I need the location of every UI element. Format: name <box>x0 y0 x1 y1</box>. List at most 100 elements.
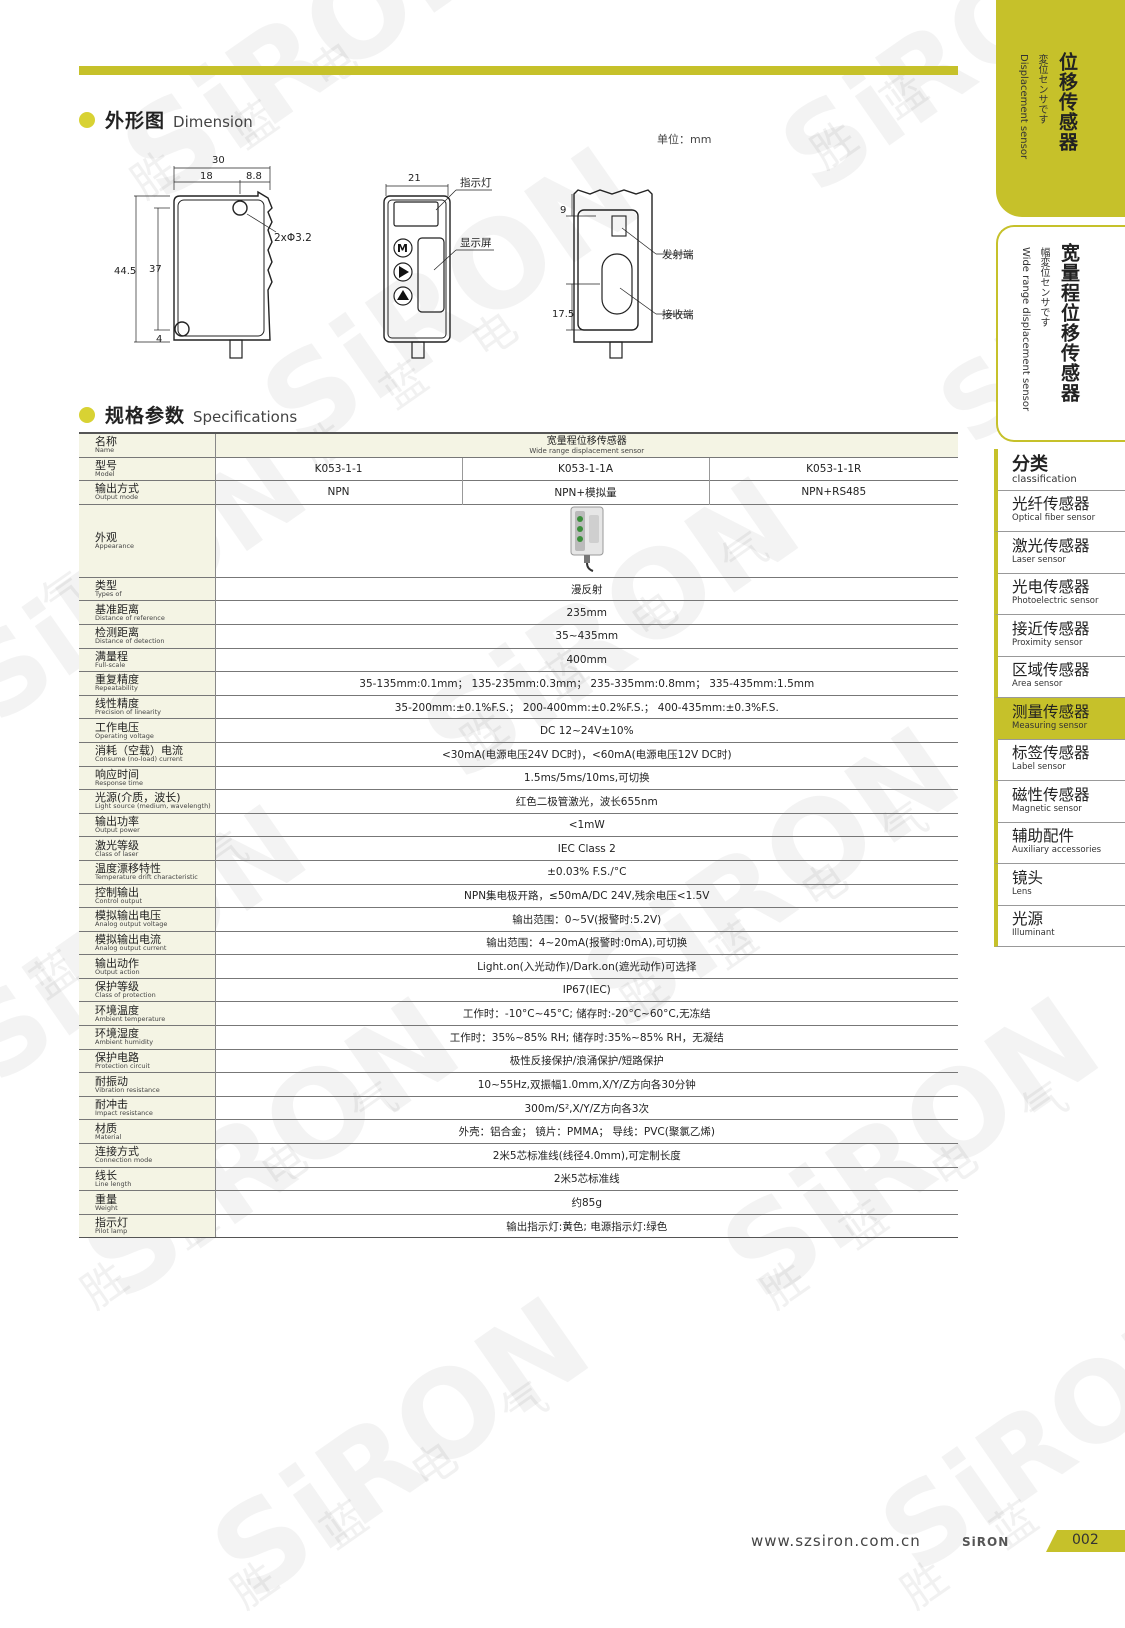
sidebar-item-label: 接近传感器 <box>1012 619 1090 638</box>
row-value: 235mm <box>215 600 959 625</box>
sidebar-tab-wide-range[interactable]: 宽量程位移传感器 幅変位センサです Wide range displacemen… <box>996 225 1125 442</box>
sidebar-tab-displacement[interactable]: 位移传感器 変位センサです Displacement sensor <box>996 0 1125 217</box>
row-label-cn: 光源(介质，波长) <box>95 791 181 805</box>
row-value: 35~435mm <box>215 623 959 649</box>
row-value: <30mA(电源电压24V DC时)，<60mA(电源电压12V DC时) <box>215 741 959 767</box>
row-label-en: Pilot lamp <box>95 1227 128 1236</box>
row-label-en: Types of <box>95 590 122 599</box>
row-value: 2米5芯标准线(线径4.0mm),可定制长度 <box>215 1143 959 1168</box>
watermark-char: 胜 <box>801 112 868 180</box>
sidebar-item-sublabel: Proximity sensor <box>1012 637 1083 648</box>
dimension-heading: 外形图 Dimension <box>79 106 253 133</box>
appearance-image-cell <box>215 503 959 578</box>
row-value: 35-135mm:0.1mm； 135-235mm:0.3mm； 235-335… <box>215 671 959 696</box>
dim-label: 30 <box>212 155 225 166</box>
row-label-cn: 重复精度 <box>95 673 139 687</box>
sidebar-item-label: 镜头 <box>1012 868 1044 887</box>
row-value: 输出范围：4~20mA(报警时:0mA),可切换 <box>215 930 959 955</box>
row-value: 输出范围：0~5V(报警时:5.2V) <box>215 907 959 932</box>
row-label-en: Vibration resistance <box>95 1085 160 1094</box>
sidebar-item-label: 辅助配件 <box>1012 827 1075 845</box>
output-mode-cell: NPN+RS485 <box>708 480 959 505</box>
row-label-cn: 激光等级 <box>95 838 139 852</box>
sensor-product-image <box>570 506 604 573</box>
sidebar-item-sublabel: Laser sensor <box>1012 554 1066 565</box>
row-label-cn: 耐冲击 <box>95 1098 128 1112</box>
row-label-en: Impact resistance <box>95 1109 153 1118</box>
watermark-char: 蓝 <box>21 942 88 1010</box>
row-label-en: Temperature drift characteristic <box>95 873 198 882</box>
row-label-cn: 工作电压 <box>95 720 139 734</box>
sidebar-item-label: 区域传感器 <box>1012 661 1090 679</box>
sidebar-item-sublabel: Area sensor <box>1012 679 1063 689</box>
row-value: <1mW <box>215 812 959 837</box>
watermark-char: 胜 <box>751 1252 818 1320</box>
row-label-en: Class of laser <box>95 849 139 858</box>
watermark-char: 气 <box>1011 1072 1078 1140</box>
row-label-cn: 温度漂移特性 <box>95 862 161 876</box>
watermark-char: 胜 <box>71 1252 138 1320</box>
row-label-cn: 环境湿度 <box>95 1027 139 1041</box>
row-label-en: Weight <box>95 1203 118 1212</box>
sidebar-item-label: 测量传感器 <box>1012 702 1090 721</box>
sidebar-item-label: 光电传感器 <box>1012 578 1090 596</box>
output-mode-cell: NPN+模拟量 <box>461 480 709 505</box>
model-cell: K053-1-1A <box>461 456 709 481</box>
tab2-title-en: Wide range displacement sensor <box>1020 247 1031 412</box>
right-arrow-icon <box>399 266 409 278</box>
sidebar-item-sublabel: Measuring sensor <box>1012 720 1088 731</box>
row-label-en: Ambient humidity <box>95 1038 154 1047</box>
row-label-cn: 线长 <box>95 1168 117 1182</box>
row-value: IP67(IEC) <box>215 977 959 1002</box>
dim-label: 44.5 <box>114 266 136 277</box>
row-label-en: Light source (medium, wavelength) <box>95 802 211 811</box>
row-label-cn: 基准距离 <box>95 602 139 616</box>
row-value: DC 12~24V±10% <box>215 718 959 743</box>
row-label-cn: 指示灯 <box>95 1216 128 1230</box>
row-value: 约85g <box>215 1190 959 1215</box>
row-label-cn: 消耗（空载）电流 <box>95 744 183 758</box>
row-label-cn: 保护等级 <box>95 980 139 994</box>
footer-url[interactable]: www.szsiron.com.cn <box>751 1532 921 1550</box>
row-label-cn: 材质 <box>95 1121 117 1135</box>
row-value: 1.5ms/5ms/10ms,可切换 <box>215 765 959 790</box>
row-value: 2米5芯标准线 <box>215 1166 959 1191</box>
up-arrow-icon <box>397 290 409 300</box>
